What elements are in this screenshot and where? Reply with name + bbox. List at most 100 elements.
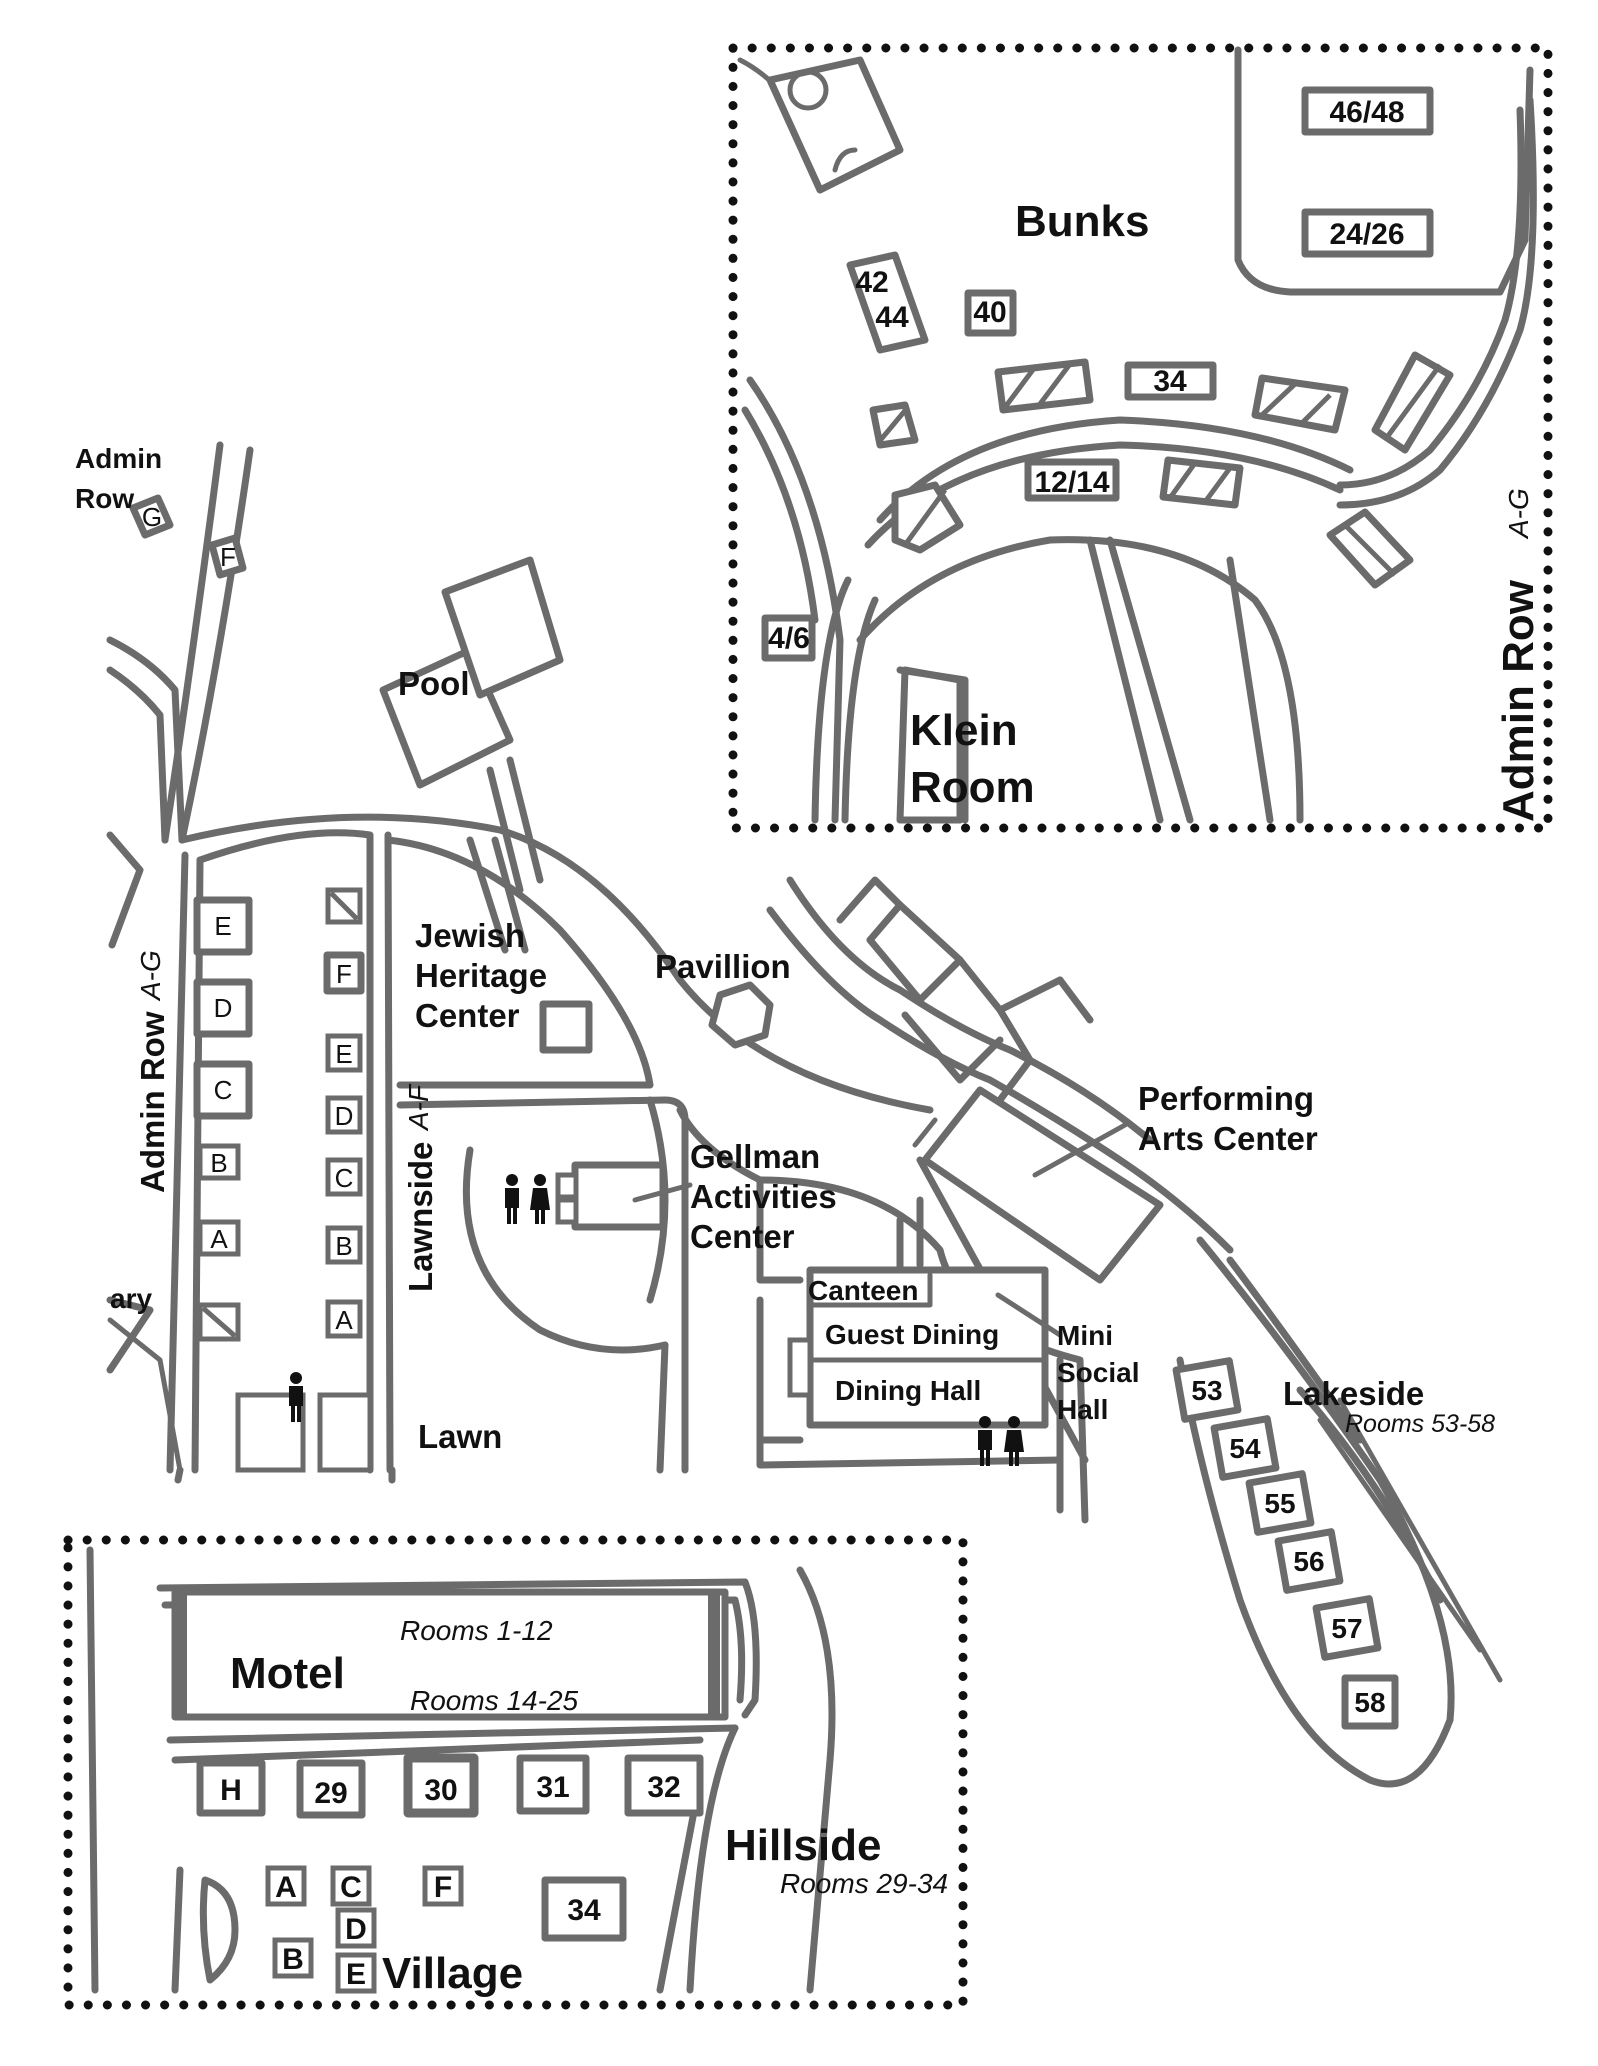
dining-hall-label: Dining Hall — [835, 1375, 981, 1406]
motel-title: Motel — [230, 1649, 345, 1698]
admin-unit-g — [129, 494, 174, 539]
lakeside-56-label: 56 — [1293, 1546, 1324, 1577]
mini-social-label-3: Hall — [1057, 1394, 1108, 1425]
hillside-32-label: 32 — [647, 1771, 680, 1804]
lakeside-53-label: 53 — [1191, 1375, 1222, 1406]
klein-room-building — [896, 666, 964, 824]
lawnside-f-label: F — [336, 959, 352, 989]
bunk-hatched-6 — [891, 481, 964, 554]
bunk-46-48 — [1301, 86, 1434, 136]
motel-inset-border — [63, 1535, 968, 2010]
bunk-40-label: 40 — [973, 296, 1006, 329]
lakeside-58-label: 58 — [1354, 1687, 1385, 1718]
hillside-31 — [516, 1754, 590, 1815]
hillside-29-label: 29 — [314, 1777, 347, 1810]
lakeside-57 — [1312, 1595, 1382, 1661]
klein-label-1: Klein — [910, 706, 1018, 755]
bunk-40 — [964, 289, 1017, 337]
lawnside-c-label: C — [335, 1163, 354, 1193]
admin-left-c-label: C — [214, 1075, 233, 1105]
admin-left-hatched — [197, 1302, 241, 1342]
bunks-title: Bunks — [1015, 197, 1149, 246]
restroom-icon-lawn — [289, 1372, 303, 1422]
village-c — [330, 1865, 372, 1907]
admin-row-left-range-label: A-G — [135, 950, 166, 1002]
admin-row-top-label-2: Row — [75, 483, 134, 514]
bunks-inset-border — [728, 43, 1553, 833]
village-a — [265, 1865, 307, 1907]
pool-label: Pool — [398, 665, 470, 702]
admin-left-d — [193, 978, 253, 1038]
bunk-24-26-label: 24/26 — [1329, 218, 1404, 251]
village-f-label: F — [434, 1871, 452, 1904]
lawn-label: Lawn — [418, 1418, 502, 1455]
admin-left-e-label: E — [214, 911, 231, 941]
bunk-hatched-2 — [1251, 374, 1349, 434]
admin-left-c — [193, 1060, 253, 1120]
bunks-admin-row-label: Admin Row — [1494, 579, 1543, 822]
pavillion-label: Pavillion — [655, 948, 791, 985]
bunk-hatched-5 — [1159, 456, 1244, 509]
hillside-34-label: 34 — [567, 1894, 601, 1927]
village-d — [335, 1907, 377, 1949]
hillside-34 — [541, 1876, 627, 1942]
lawnside-label: Lawnside — [402, 1142, 439, 1292]
pac-label-1: Performing — [1138, 1080, 1314, 1117]
hillside-30 — [403, 1753, 479, 1818]
bunk-44-label: 44 — [875, 301, 909, 334]
admin-left-d-label: D — [214, 993, 233, 1023]
hillside-30-label: 30 — [424, 1774, 457, 1807]
admin-left-e — [193, 896, 253, 956]
gellman-label-2: Activities — [690, 1178, 837, 1215]
bunk-12-14 — [1024, 458, 1120, 502]
hillside-31-label: 31 — [536, 1771, 569, 1804]
bunk-4-6-label: 4/6 — [768, 622, 810, 655]
admin-left-b — [197, 1143, 241, 1181]
lawnside-b — [325, 1225, 363, 1265]
bunk-hatched-7 — [1326, 508, 1414, 589]
pavillion-building — [708, 981, 774, 1049]
hillside-32 — [624, 1754, 704, 1817]
bunk-24-26 — [1301, 208, 1434, 258]
village-e-label: E — [346, 1958, 366, 1991]
motel-rooms-lower: Rooms 14-25 — [410, 1685, 579, 1716]
library-partial-label: ary — [110, 1283, 152, 1314]
bunk-42-label: 42 — [855, 266, 888, 299]
bunks-admin-row-range: A-G — [1503, 488, 1534, 540]
field — [766, 56, 904, 194]
dining-complex — [787, 1266, 1049, 1429]
main-map: Admin Row G F Pool Jewish Heritage Cente… — [75, 441, 1503, 1788]
bunk-hatched-3 — [1371, 351, 1454, 454]
hillside-h — [196, 1759, 266, 1817]
upper-structure — [836, 876, 1094, 1104]
pac-label-2: Arts Center — [1138, 1120, 1318, 1157]
village-b-label: B — [282, 1943, 304, 1976]
lakeside-label: Lakeside — [1283, 1375, 1424, 1412]
lakeside-rooms-label: Rooms 53-58 — [1345, 1410, 1495, 1438]
canteen-label: Canteen — [808, 1275, 918, 1306]
bunk-4-6 — [761, 614, 816, 662]
lakeside-55-label: 55 — [1264, 1488, 1295, 1519]
motel-rooms-upper: Rooms 1-12 — [400, 1615, 553, 1646]
lawnside-hatched — [325, 887, 363, 925]
lawnside-e — [325, 1033, 363, 1073]
gellman-leader — [632, 1182, 693, 1203]
admin-row-top-label-1: Admin — [75, 443, 162, 474]
lawn-building-2 — [317, 1392, 373, 1473]
hillside-title: Hillside — [725, 1821, 882, 1870]
lawnside-a-label: A — [335, 1305, 353, 1335]
bunks-inset: Bunks 46/48 24/26 42 44 40 34 12/14 4/6 … — [728, 43, 1553, 833]
bunk-hatched-1 — [994, 358, 1094, 414]
lakeside-55 — [1245, 1470, 1315, 1536]
gellman-building — [555, 1161, 667, 1231]
village-c-label: C — [340, 1871, 362, 1904]
mini-social-leader — [995, 1292, 1063, 1338]
mini-social-label-1: Mini — [1057, 1320, 1113, 1351]
bunk-42-44 — [846, 251, 929, 354]
village-f — [422, 1865, 464, 1907]
village-a-label: A — [275, 1871, 297, 1904]
jhc-label-1: Jewish — [415, 917, 525, 954]
bunk-34-label: 34 — [1153, 365, 1187, 398]
lawnside-range-label: A-F — [403, 1083, 434, 1132]
